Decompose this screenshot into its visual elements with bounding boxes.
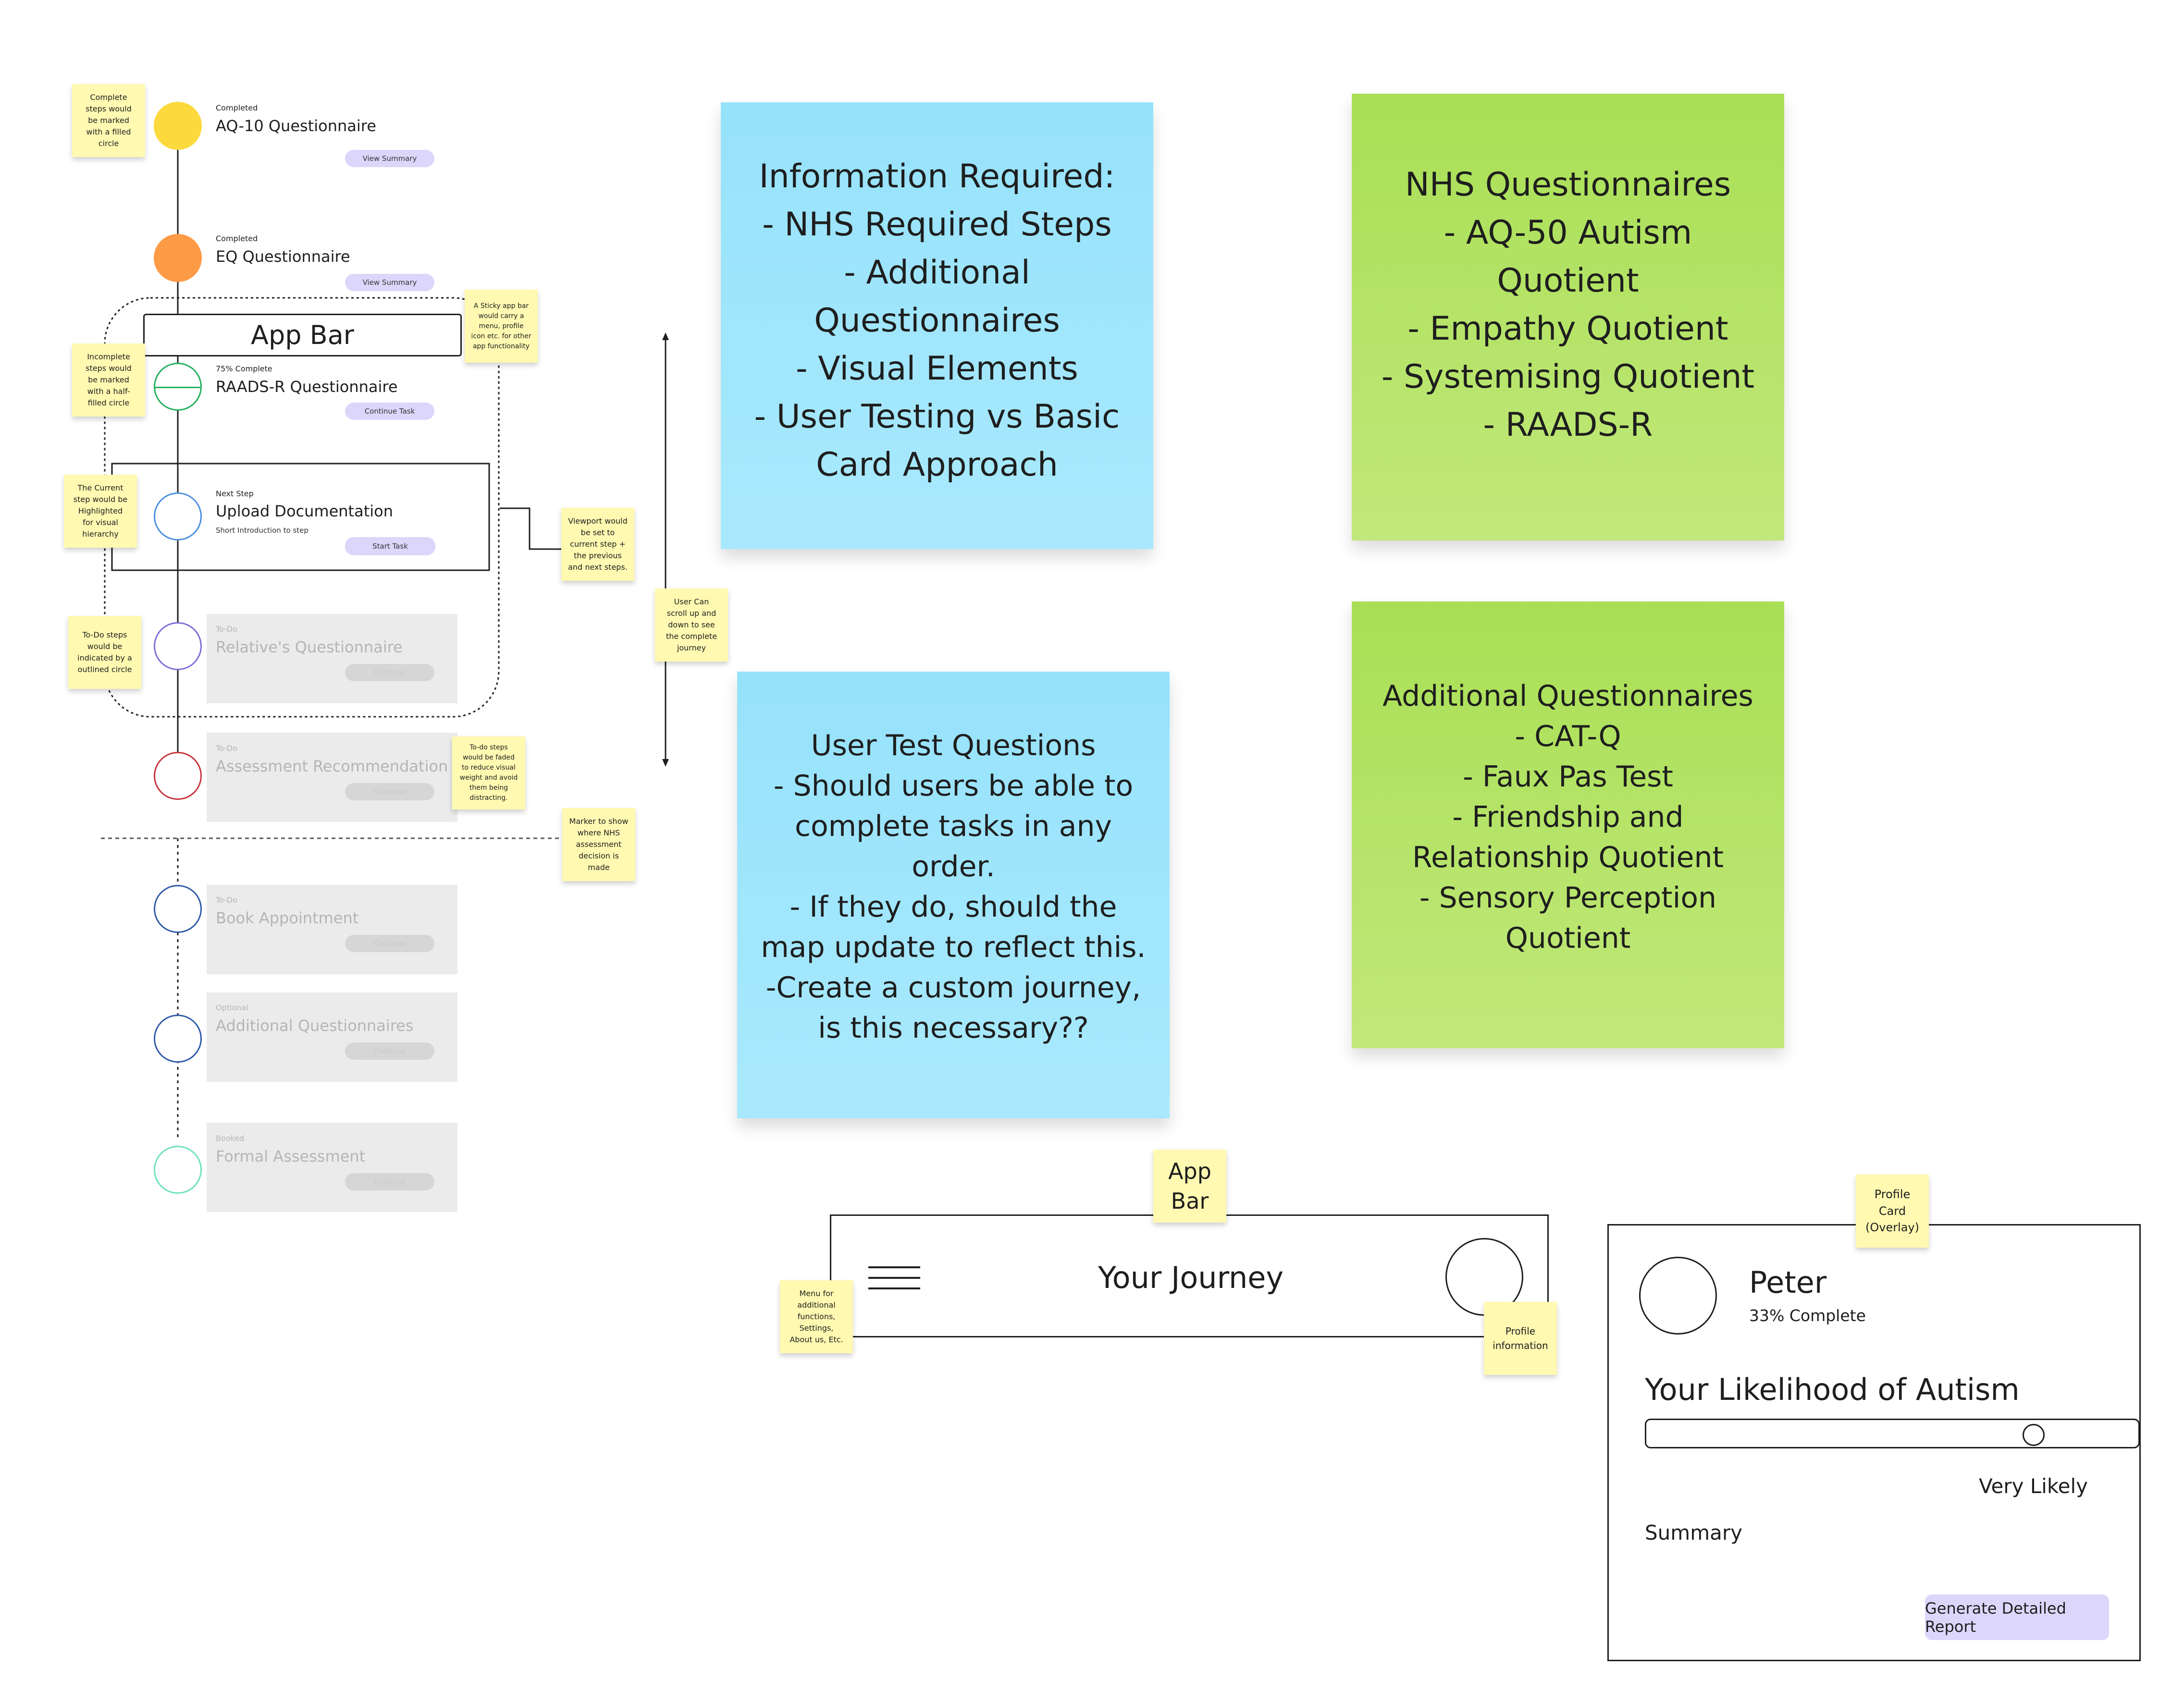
note-sticky-app-bar: A Sticky app bar would carry a menu, pro…	[465, 290, 538, 363]
continue-button[interactable]: Continue	[345, 783, 434, 800]
sticky-additional-questionnaires: Additional Questionnaires - CAT-Q - Faux…	[1352, 601, 1784, 1048]
sticky-nhs-questionnaires: NHS Questionnaires - AQ-50 Autism Quotie…	[1352, 94, 1784, 540]
faded-card-bg	[207, 614, 457, 703]
step-title: RAADS-R Questionnaire	[216, 378, 398, 396]
note-profile-info: Profile information	[1484, 1302, 1557, 1375]
sticky-app-bar: App Bar	[143, 314, 462, 356]
step-title: Book Appointment	[216, 909, 359, 927]
summary-label: Summary	[1645, 1521, 1742, 1544]
viewport-connector	[500, 507, 561, 550]
scroll-arrow-up	[662, 332, 669, 340]
step-marker-aq10	[154, 102, 202, 150]
continue-button[interactable]: Continue	[345, 935, 434, 952]
step-title: EQ Questionnaire	[216, 247, 350, 266]
step-status: To-Do	[216, 744, 238, 753]
step-status: Booked	[216, 1134, 245, 1143]
note-todo-steps: To-Do steps would be indicated by a outl…	[68, 616, 141, 689]
step-status: Optional	[216, 1003, 248, 1012]
step-status: 75% Complete	[216, 364, 272, 373]
generate-report-button[interactable]: Generate Detailed Report	[1925, 1594, 2109, 1640]
continue-button[interactable]: Continue	[345, 1173, 434, 1190]
step-title: Formal Assessment	[216, 1147, 366, 1165]
note-current-step: The Current step would be Highlighted fo…	[64, 475, 137, 548]
step-marker-upload	[154, 492, 202, 540]
profile-card: Peter 33% Complete Your Likelihood of Au…	[1607, 1224, 2141, 1661]
note-profile-card: Profile Card (Overlay)	[1856, 1175, 1929, 1248]
step-subtitle: Short Introduction to step	[216, 526, 308, 535]
scroll-arrow-down	[662, 759, 669, 767]
step-marker-book	[154, 885, 202, 933]
step-title: Additional Questionnaires	[216, 1017, 414, 1035]
step-status: To-Do	[216, 625, 238, 634]
likelihood-slider[interactable]	[1645, 1419, 2140, 1448]
profile-progress: 33% Complete	[1749, 1306, 1866, 1325]
note-menu: Menu for additional functions, Settings,…	[780, 1280, 853, 1353]
step-status: Next Step	[216, 489, 254, 498]
view-summary-button[interactable]: View Summary	[345, 150, 434, 167]
step-marker-eq	[154, 234, 202, 282]
step-marker-raadsr	[154, 363, 202, 411]
faded-card-bg	[207, 1123, 457, 1212]
sticky-information-required: Information Required: - NHS Required Ste…	[721, 102, 1153, 549]
note-todo-faded: To-do steps would be faded to reduce vis…	[452, 736, 525, 809]
continue-button[interactable]: Continue	[345, 1042, 434, 1060]
continue-task-button[interactable]: Continue Task	[345, 403, 434, 420]
step-title: AQ-10 Questionnaire	[216, 117, 376, 135]
note-app-bar: App Bar	[1153, 1150, 1226, 1223]
note-nhs-marker: Marker to show where NHS assessment deci…	[562, 808, 635, 881]
step-status: To-Do	[216, 895, 238, 905]
continue-button[interactable]: Continue	[345, 664, 434, 681]
app-bar-mockup: Your Journey	[830, 1214, 1549, 1337]
app-bar-title: Your Journey	[1098, 1260, 1284, 1295]
likelihood-value-label: Very Likely	[1979, 1474, 2088, 1498]
likelihood-heading: Your Likelihood of Autism	[1645, 1372, 2020, 1407]
step-title: Relative's Questionnaire	[216, 638, 403, 656]
step-marker-formal	[154, 1146, 202, 1194]
step-marker-assessment	[154, 752, 202, 800]
note-complete-steps: Complete steps would be marked with a fi…	[72, 84, 145, 157]
start-task-button[interactable]: Start Task	[345, 537, 435, 555]
sticky-user-test-questions: User Test Questions - Should users be ab…	[737, 672, 1170, 1118]
step-title: Assessment Recommendation	[216, 757, 448, 775]
faded-card-bg	[207, 993, 457, 1082]
view-summary-button[interactable]: View Summary	[345, 274, 434, 291]
step-title: Upload Documentation	[216, 502, 393, 520]
step-marker-additional	[154, 1015, 202, 1063]
faded-card-bg	[207, 733, 457, 822]
step-status: Completed	[216, 234, 258, 243]
hamburger-menu-icon[interactable]	[868, 1266, 920, 1290]
likelihood-slider-thumb[interactable]	[2023, 1424, 2045, 1446]
note-user-scroll: User Can scroll up and down to see the c…	[655, 588, 728, 662]
app-bar-label: App Bar	[251, 320, 354, 350]
profile-avatar-icon	[1639, 1257, 1717, 1335]
step-status: Completed	[216, 103, 258, 112]
note-viewport: Viewport would be set to current step + …	[561, 508, 634, 581]
note-incomplete-steps: Incomplete steps would be marked with a …	[72, 343, 145, 417]
profile-name: Peter	[1749, 1265, 1827, 1300]
step-marker-relatives	[154, 622, 202, 670]
faded-card-bg	[207, 885, 457, 974]
